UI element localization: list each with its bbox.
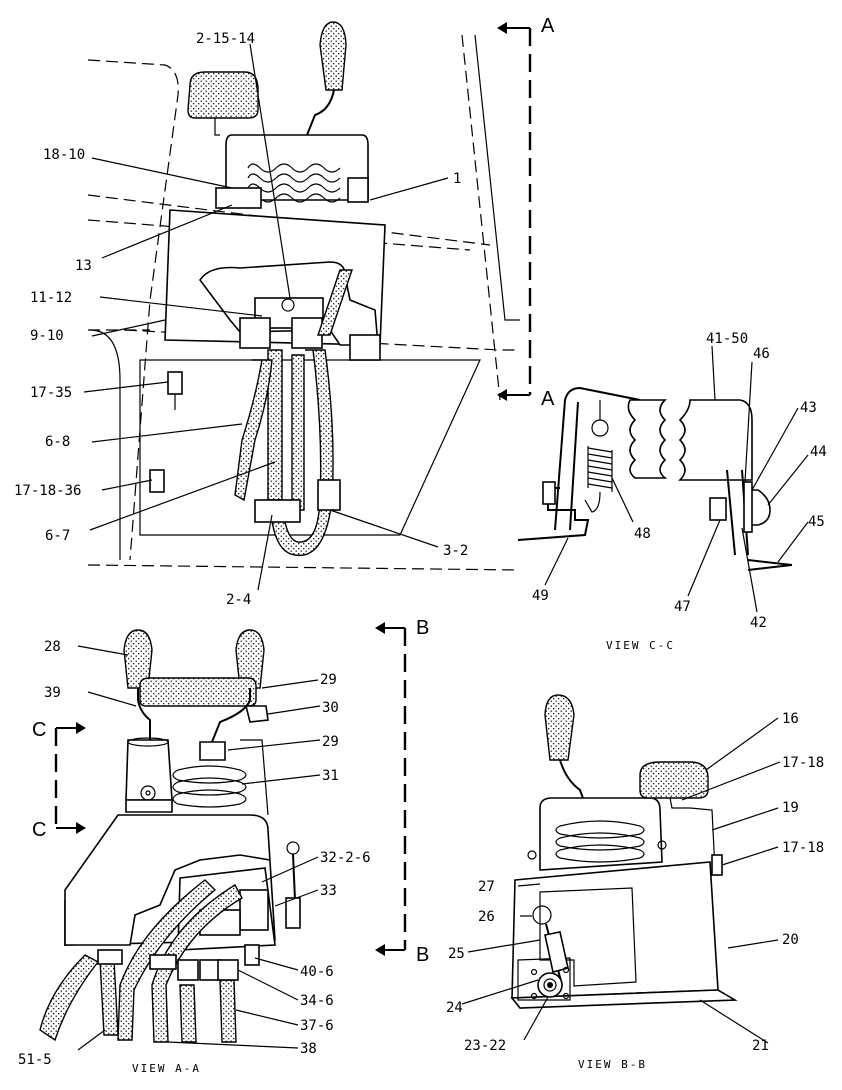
callout-label: 20 — [782, 932, 799, 948]
callout-label: 17-18-36 — [14, 483, 81, 499]
callout-label: 6-7 — [45, 528, 70, 544]
callout-label: 17-18 — [782, 755, 824, 771]
callout-label: 23-22 — [464, 1038, 506, 1054]
callout-label: 31 — [322, 768, 339, 784]
view-aa — [39, 622, 407, 1051]
callout-label: 32-2-6 — [320, 850, 371, 866]
callout-label: 34-6 — [300, 993, 334, 1009]
callout-label: 51-5 — [18, 1052, 52, 1068]
callout-label: 2-4 — [226, 592, 251, 608]
section-marker-c-bottom: C — [32, 819, 46, 841]
callout-label: 39 — [44, 685, 61, 701]
view-aa-caption: VIEW A-A — [132, 1062, 201, 1075]
callout-label: 27 — [478, 879, 495, 895]
view-bb-caption: VIEW B-B — [578, 1058, 647, 1071]
callout-label: 3-2 — [443, 543, 468, 559]
top-view-labels: 2-15-14 18-10 1 13 11-12 9-10 17-35 6-8 … — [14, 15, 555, 608]
callout-label: 43 — [800, 400, 817, 416]
callout-label: 17-18 — [782, 840, 824, 856]
view-cc-labels: 41-50 46 43 44 45 48 49 47 42 VIEW C-C — [532, 331, 827, 652]
callout-label: 6-8 — [45, 434, 70, 450]
callout-label: 40-6 — [300, 964, 334, 980]
view-bb — [461, 694, 781, 1044]
view-bb-labels: 16 17-18 19 17-18 27 26 25 20 24 23-22 2… — [446, 711, 824, 1071]
callout-label: 25 — [448, 946, 465, 962]
callout-label: 37-6 — [300, 1018, 334, 1034]
callout-label: 46 — [753, 346, 770, 362]
callout-label: 42 — [750, 615, 767, 631]
callout-label: 1 — [453, 171, 461, 187]
view-cc-caption: VIEW C-C — [606, 639, 675, 652]
callout-label: 29 — [320, 672, 337, 688]
callout-label: 38 — [300, 1041, 317, 1057]
callout-label: 41-50 — [706, 331, 748, 347]
view-aa-labels: 28 29 39 30 29 31 32-2-6 33 40-6 34-6 37… — [18, 617, 429, 1075]
callout-label: 30 — [322, 700, 339, 716]
section-marker-c-top: C — [32, 719, 46, 741]
section-marker-b-bottom: B — [416, 944, 429, 966]
callout-label: 29 — [322, 734, 339, 750]
callout-label: 49 — [532, 588, 549, 604]
section-marker-a-bottom: A — [541, 388, 555, 410]
callout-label: 28 — [44, 639, 61, 655]
callout-label: 47 — [674, 599, 691, 615]
callout-label: 11-12 — [30, 290, 72, 306]
callout-label: 13 — [75, 258, 92, 274]
callout-label: 45 — [808, 514, 825, 530]
callout-label: 18-10 — [43, 147, 85, 163]
view-cc — [517, 345, 809, 613]
callout-label: 19 — [782, 800, 799, 816]
callout-label: 33 — [320, 883, 337, 899]
callout-label: 48 — [634, 526, 651, 542]
callout-label: 9-10 — [30, 328, 64, 344]
callout-label: 16 — [782, 711, 799, 727]
callout-label: 2-15-14 — [196, 31, 255, 47]
top-view — [83, 21, 532, 591]
callout-label: 24 — [446, 1000, 463, 1016]
callout-label: 17-35 — [30, 385, 72, 401]
section-marker-a-top: A — [541, 15, 555, 37]
callout-label: 26 — [478, 909, 495, 925]
callout-label: 44 — [810, 444, 827, 460]
callout-label: 21 — [752, 1038, 769, 1054]
section-marker-b-top: B — [416, 617, 429, 639]
